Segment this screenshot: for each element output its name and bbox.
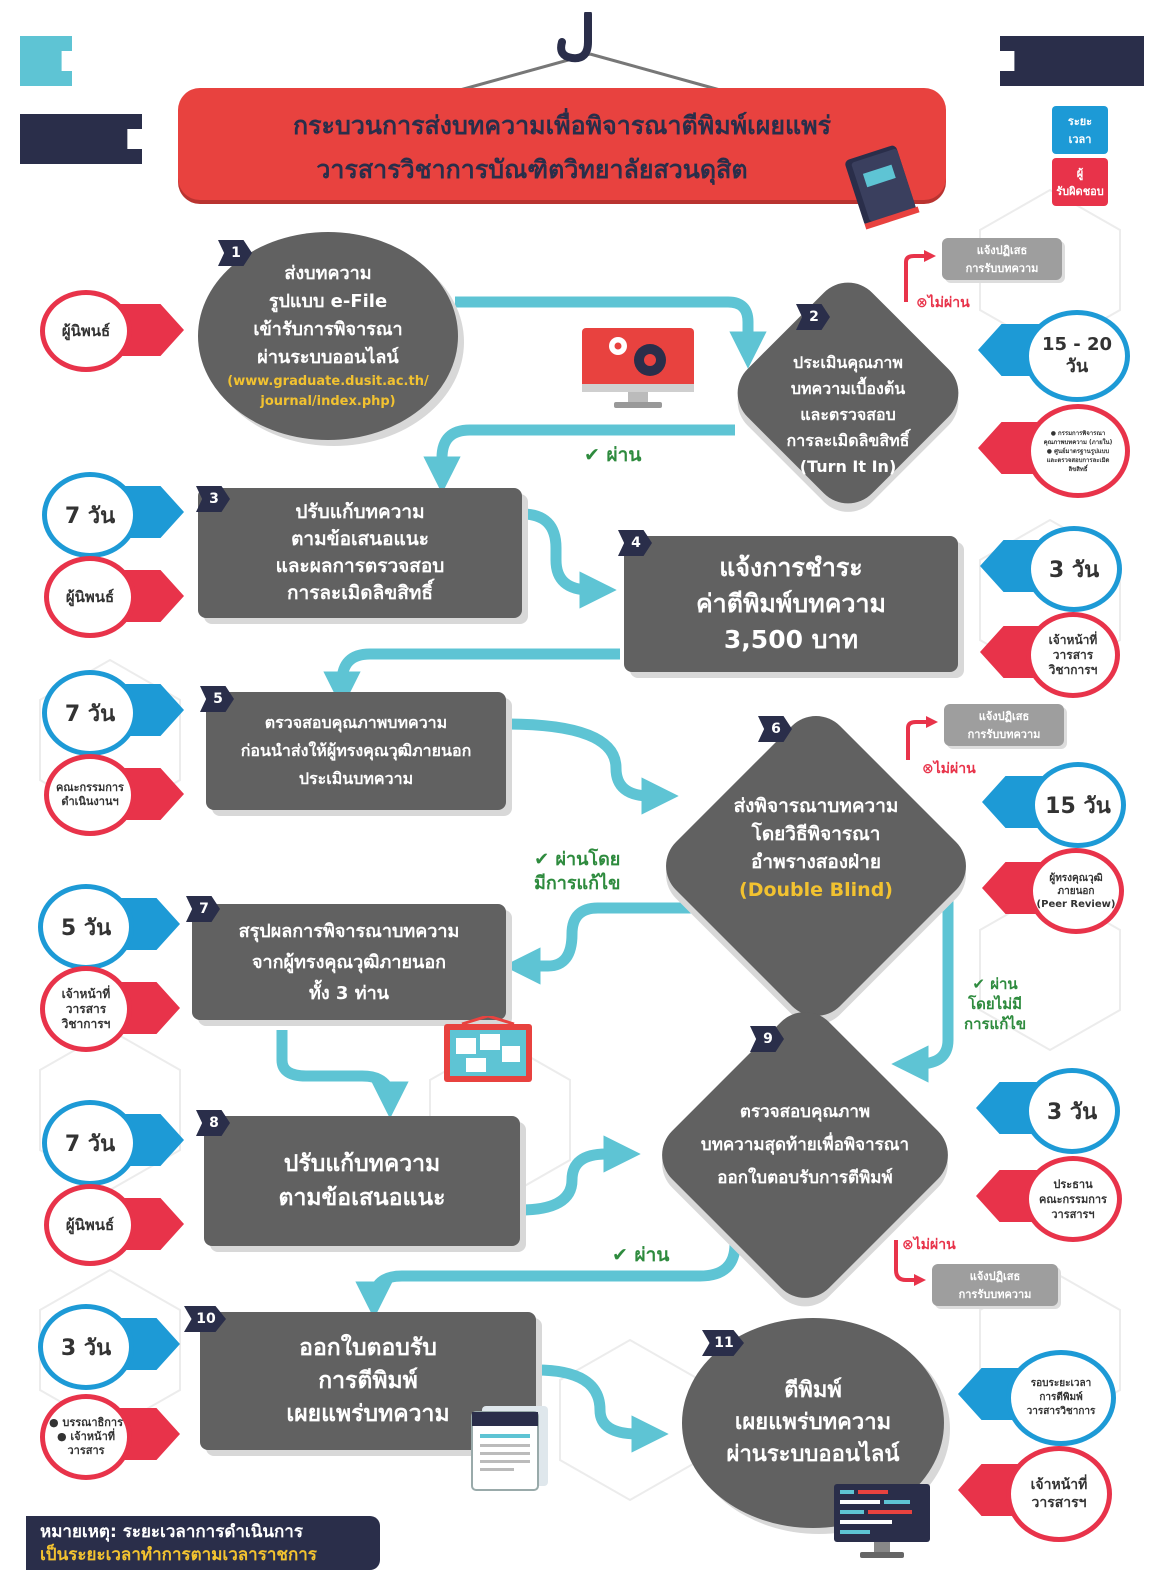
responsible-step-9: ประธาน คณะกรรมการ วารสารฯ	[1024, 1156, 1122, 1242]
check-circle-icon: ✔	[534, 849, 550, 870]
responsible-step-5: คณะกรรมการ ดำเนินงานฯ	[44, 754, 136, 836]
time-step-9: 3 วัน	[1024, 1068, 1120, 1154]
step-6-text: ส่งพิจารณาบทความ โดยวิธีพิจารณา อำพรางสอ…	[733, 795, 899, 901]
time-step-2: 15 - 20 วัน	[1024, 310, 1130, 402]
reject-box-step-6: แจ้งปฏิเสธ การรับบทความ	[944, 704, 1064, 746]
time-step-10: 3 วัน	[38, 1304, 134, 1390]
responsible-step-4: เจ้าหน้าที่ วารสาร วิชาการฯ	[1026, 612, 1120, 698]
pass-label-no-revision: ✔ ผ่าน โดยไม่มี การแก้ไข	[964, 975, 1027, 1033]
responsible-step-8: ผู้นิพนธ์	[44, 1184, 136, 1266]
x-circle-icon: ⊗	[902, 1237, 914, 1253]
time-step-7: 5 วัน	[38, 884, 134, 970]
responsible-step-10: ● บรรณาธิการ ● เจ้าหน้าที่ วารสาร	[40, 1394, 132, 1480]
right-tab-navy	[1000, 36, 1144, 86]
check-circle-icon: ✔	[584, 444, 600, 466]
x-circle-icon: ⊗	[922, 761, 934, 777]
step-1-circle: ส่งบทความ รูปแบบ e-File เข้ารับการพิจารณ…	[198, 232, 458, 440]
step-4-box: แจ้งการชำระ ค่าตีพิมพ์บทความ 3,500 บาท	[624, 536, 958, 672]
check-circle-icon: ✔	[612, 1244, 628, 1266]
responsible-step-6: ผู้ทรงคุณวุฒิ ภายนอก (Peer Review)	[1028, 848, 1124, 934]
step-9-text: ตรวจสอบคุณภาพ บทความสุดท้ายเพื่อพิจารณา …	[700, 1101, 910, 1188]
fail-label-step-9: ⊗ไม่ผ่าน	[902, 1237, 956, 1253]
step-3-box: ปรับแก้บทความ ตามข้อเสนอแนะ และผลการตรวจ…	[198, 488, 522, 618]
time-step-6: 15 วัน	[1030, 762, 1126, 848]
book-icon	[845, 145, 920, 230]
time-step-11: รอบระยะเวลา การตีพิมพ์ วารสารวิชาการ	[1006, 1350, 1116, 1446]
pinboard-icon	[444, 1016, 532, 1082]
title-line-2: วารสารวิชาการบัณฑิตวิทยาลัยสวนดุสิต	[316, 155, 748, 184]
step-2-text: ประเมินคุณภาพ บทความเบื้องต้น และตรวจสอบ…	[786, 353, 910, 476]
time-step-4: 3 วัน	[1026, 526, 1122, 612]
reject-box-step-2: แจ้งปฏิเสธ การรับบทความ	[942, 238, 1062, 280]
legend-responsible: ผู้ รับผิดชอบ	[1052, 158, 1108, 206]
title-line-1: กระบวนการส่งบทความเพื่อพิจารณาตีพิมพ์เผย…	[292, 111, 832, 140]
step-7-box: สรุปผลการพิจารณาบทความ จากผู้ทรงคุณวุฒิภ…	[192, 904, 506, 1020]
gear-monitor-icon	[582, 328, 694, 408]
pass-label-step-9: ✔ ผ่าน	[612, 1244, 670, 1266]
step-5-box: ตรวจสอบคุณภาพบทความ ก่อนนำส่งให้ผู้ทรงคุ…	[206, 692, 506, 810]
pass-label-step-2: ✔ ผ่าน	[584, 444, 642, 466]
check-circle-icon: ✔	[972, 975, 985, 993]
title-banner: กระบวนการส่งบทความเพื่อพิจารณาตีพิมพ์เผย…	[178, 88, 946, 200]
fail-label-step-6: ⊗ไม่ผ่าน	[922, 761, 976, 777]
responsible-step-2: ● กรรมการพิจารณา คุณภาพบทความ (ภายใน) ● …	[1026, 404, 1130, 498]
left-tab-navy	[20, 114, 142, 164]
responsible-step-3: ผู้นิพนธ์	[44, 556, 136, 638]
responsible-step-11: เจ้าหน้าที่ วารสารฯ	[1006, 1446, 1112, 1542]
step-8-box: ปรับแก้บทความ ตามข้อเสนอแนะ	[204, 1116, 520, 1246]
time-step-5: 7 วัน	[42, 670, 138, 756]
footer-note: หมายเหตุ: ระยะเวลาการดำเนินการ เป็นระยะเ…	[26, 1516, 380, 1570]
x-circle-icon: ⊗	[916, 295, 928, 311]
responsible-step-1: ผู้นิพนธ์	[40, 290, 132, 372]
legend-time: ระยะ เวลา	[1052, 106, 1108, 154]
responsible-step-7: เจ้าหน้าที่ วารสาร วิชาการฯ	[40, 966, 132, 1052]
time-step-3: 7 วัน	[42, 472, 138, 558]
code-monitor-icon	[834, 1484, 930, 1558]
hook-icon	[459, 12, 721, 92]
pass-label-with-revision: ✔ ผ่านโดย มีการแก้ไข	[534, 849, 621, 894]
reject-box-step-9: แจ้งปฏิเสธ การรับบทความ	[932, 1264, 1058, 1306]
time-step-8: 7 วัน	[42, 1100, 138, 1186]
fail-label-step-2: ⊗ไม่ผ่าน	[916, 295, 970, 311]
success-document-icon	[471, 1406, 548, 1491]
